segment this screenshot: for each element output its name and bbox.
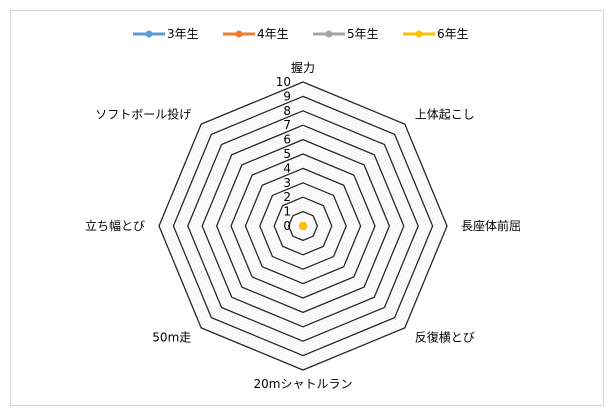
minor-gridline (291, 214, 315, 238)
gridline-ring (158, 81, 448, 371)
axis-label: 立ち幅とび (85, 218, 145, 233)
axis-label: 20mシャトルラン (254, 377, 353, 391)
minor-gridline (176, 99, 430, 353)
gridline-ring (244, 167, 362, 285)
gridline-ring (172, 95, 434, 357)
tick-label: 0 (283, 219, 291, 233)
minor-gridline (276, 199, 330, 253)
tick-label: 9 (283, 89, 291, 103)
gridline-ring (215, 138, 391, 314)
minor-gridline (219, 142, 387, 310)
minor-gridline (224, 147, 382, 305)
tick-label: 3 (283, 176, 291, 190)
minor-gridline (296, 219, 310, 233)
gridline-ring (259, 182, 347, 270)
axis-label: 50m走 (152, 331, 191, 345)
axis-label: 反復横とび (415, 330, 475, 345)
legend-marker (235, 30, 243, 38)
legend-label: 6年生 (437, 27, 469, 41)
legend-marker (415, 30, 423, 38)
gridline-ring (201, 124, 405, 328)
tick-label: 10 (276, 75, 291, 89)
gridline-ring (273, 196, 333, 256)
minor-gridline (204, 127, 402, 325)
axis-label: 長座体前屈 (461, 218, 521, 233)
minor-gridline (265, 188, 341, 264)
minor-gridline (242, 165, 364, 287)
minor-gridline (285, 208, 321, 244)
minor-gridline (196, 119, 410, 333)
minor-gridline (282, 205, 324, 247)
tick-label: 5 (283, 147, 291, 161)
minor-gridline (207, 130, 399, 322)
tick-label: 2 (283, 190, 291, 204)
minor-gridline (279, 202, 327, 250)
minor-gridline (167, 90, 439, 362)
legend-marker (325, 30, 333, 38)
minor-gridline (253, 176, 353, 276)
tick-label: 7 (283, 118, 291, 132)
minor-gridline (236, 159, 370, 293)
minor-gridline (210, 133, 396, 319)
minor-gridline (256, 179, 350, 273)
tick-label: 8 (283, 104, 291, 118)
legend-marker (145, 30, 153, 38)
minor-gridline (262, 185, 344, 267)
minor-gridline (268, 191, 338, 261)
tick-label: 1 (283, 205, 291, 219)
minor-gridline (271, 194, 335, 258)
gridline-ring (287, 210, 319, 242)
legend-label: 4年生 (257, 27, 289, 41)
minor-gridline (193, 116, 413, 336)
tick-label: 6 (283, 133, 291, 147)
minor-gridline (294, 217, 312, 235)
minor-gridline (222, 145, 384, 307)
legend-label: 5年生 (347, 27, 379, 41)
axis-label: 握力 (291, 60, 315, 75)
minor-gridline (227, 150, 379, 302)
gridline-ring (187, 110, 419, 342)
chart-frame (10, 10, 604, 406)
minor-gridline (250, 173, 356, 279)
minor-gridline (199, 122, 407, 330)
minor-gridline (213, 136, 393, 316)
minor-gridline (178, 101, 428, 351)
minor-gridline (164, 87, 442, 365)
axis-label: ソフトボール投げ (95, 106, 191, 121)
minor-gridline (181, 104, 425, 348)
legend-label: 3年生 (167, 27, 199, 41)
tick-label: 4 (283, 161, 291, 175)
axis-label: 上体起こし (415, 107, 475, 121)
minor-gridline (170, 93, 436, 359)
minor-gridline (184, 107, 422, 345)
minor-gridline (190, 113, 416, 339)
minor-gridline (239, 162, 367, 290)
minor-gridline (161, 84, 445, 368)
data-point (299, 222, 307, 230)
gridline-ring (230, 153, 376, 299)
minor-gridline (248, 171, 358, 281)
minor-gridline (233, 156, 373, 296)
